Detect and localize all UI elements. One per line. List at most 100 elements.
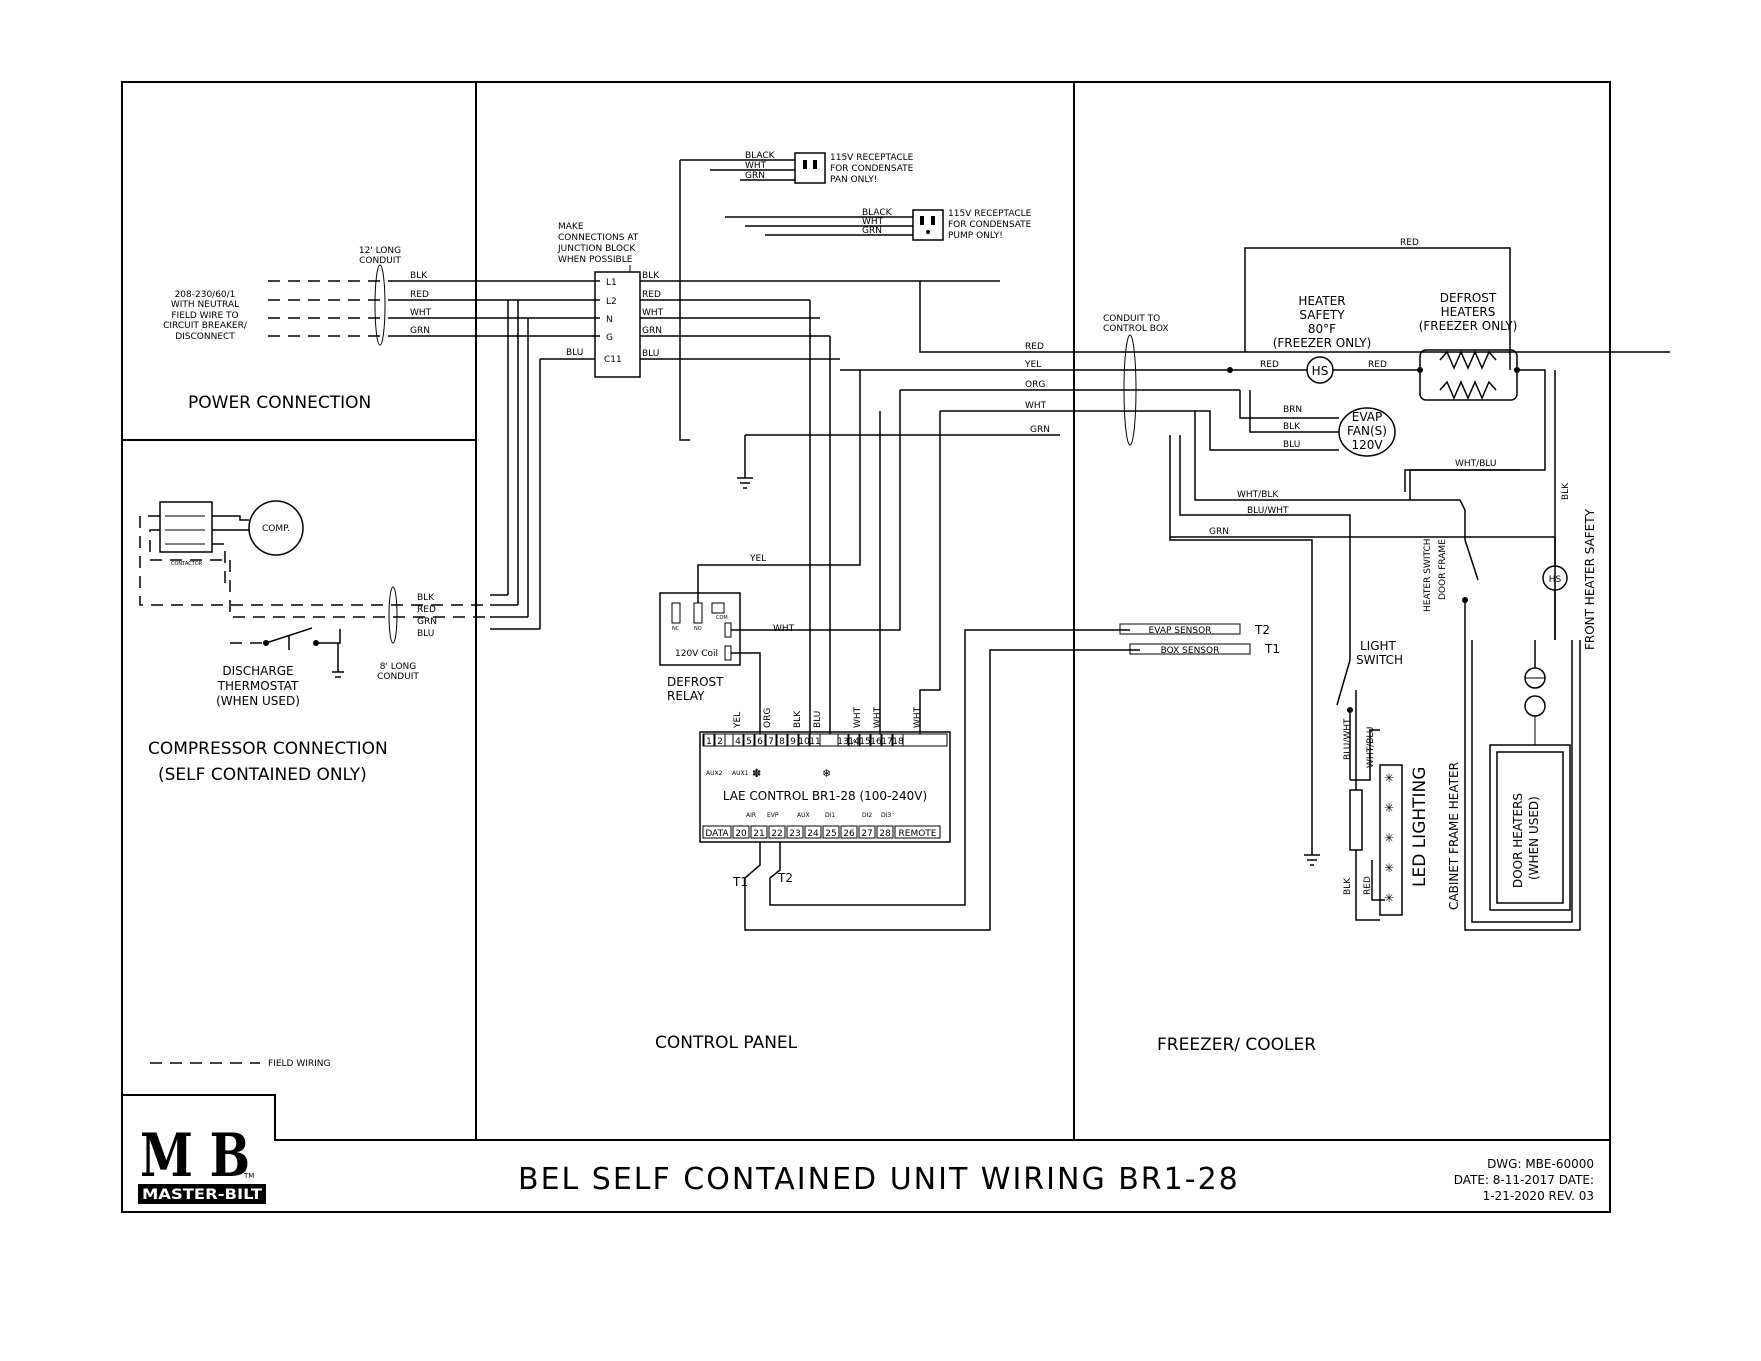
relay-label-2: RELAY [667,689,705,703]
svg-text:(FREEZER ONLY): (FREEZER ONLY) [1273,336,1372,350]
rec2-text-1: 115V RECEPTACLE [948,209,1032,219]
drawing-date: DATE: 8-11-2017 DATE: [1454,1173,1594,1187]
top-terminal [743,733,755,747]
di1-label: DI1 [825,812,835,819]
compressor-field-wires [139,300,541,644]
bottom-terminal-label: 24 [807,829,819,839]
bottom-terminal-label: 26 [843,829,855,839]
front-heater-label: FRONT HEATER SAFETY [1583,508,1597,650]
wht-blk-label: WHT/BLK [1237,490,1279,500]
led-icons: ✳✳✳✳✳ [1384,771,1394,905]
top-terminal [765,733,777,747]
bottom-terminal-label: REMOTE [899,829,937,839]
thermostat-2: THERMOSTAT [217,679,299,693]
bottom-terminal [894,825,941,839]
bottom-terminal-label: 27 [861,829,872,839]
led-w1: BLU/WHT [1343,718,1353,760]
top-terminal-label: 14 [848,737,860,747]
receptacle-pump [725,209,944,241]
light-switch [1336,640,1353,780]
top-terminal [754,733,766,747]
discharge-thermostat [230,627,344,678]
rec1-text-2: FOR CONDENSATE [830,164,914,174]
bottom-terminal [732,825,750,839]
relay-coil: 120V Coil [675,649,718,659]
comp-wire-grn: GRN [417,617,437,627]
top-terminal [881,733,893,747]
door-heaters-2: (WHEN USED) [1527,796,1541,880]
freezer-top-red [920,247,1511,370]
front-heater-safety [1542,370,1568,640]
svg-text:DISCONNECT: DISCONNECT [175,332,235,342]
section-power: POWER CONNECTION [188,393,371,413]
svg-text:M B: M B [140,1121,250,1191]
controller-wire-label: BLU [813,711,823,728]
bus-grn: GRN [1030,425,1050,435]
conduit-box-1: CONDUIT TO [1103,314,1160,324]
contactor [159,501,213,553]
svg-text:C11: C11 [604,355,622,365]
top-terminal-label: 2 [717,737,723,747]
led-w3: BLK [1343,877,1353,895]
power-supply-note: 208-230/60/1 WITH NEUTRAL FIELD WIRE TO … [163,290,248,342]
relay-wires [697,370,901,734]
svg-text:N: N [606,315,613,325]
freezer-branch-wires [1169,411,1556,640]
red-b: RED [1368,360,1387,370]
blk-right-label: BLK [1561,482,1571,500]
top-terminal-label: 8 [779,737,785,747]
junction-out-wires [540,280,840,360]
top-terminal [714,733,726,747]
svg-text:L2: L2 [606,297,617,307]
bottom-terminal [750,825,768,839]
bottom-terminal-label: 20 [735,829,747,839]
blu-in-label: BLU [566,348,583,358]
field-wires [268,264,400,346]
cabinet-heater-label: CABINET FRAME HEATER [1447,762,1461,910]
svg-text:208-230/60/1: 208-230/60/1 [175,290,236,300]
light-switch-1: LIGHT [1360,639,1397,653]
led-w2: WHT/BLU [1366,726,1376,768]
relay-wht: WHT [773,624,795,634]
bottom-terminal [840,825,858,839]
top-terminal-label: 1 [706,737,712,747]
svg-text:MASTER-BILT: MASTER-BILT [142,1187,263,1203]
top-terminal [892,733,904,747]
air-label: AIR [746,812,756,819]
top-terminal [859,733,871,747]
top-terminal-label: 17 [881,737,892,747]
bus-org: ORG [1025,380,1045,390]
compressor-motor [248,500,304,556]
led-lighting [1349,690,1403,921]
hs-label-1: HS [1312,364,1329,378]
legend-field-wiring: FIELD WIRING [268,1059,331,1069]
svg-text:CIRCUIT BREAKER/: CIRCUIT BREAKER/ [163,321,248,331]
bus-wht: WHT [1025,401,1047,411]
rec1-text-1: 115V RECEPTACLE [830,153,914,163]
master-bilt-logo: M B TM MASTER-BILT [138,1121,266,1204]
receptacle-pan [679,152,826,441]
top-terminal-label: 16 [870,737,882,747]
sensor-leads [744,623,1251,931]
ground-symbol-control [737,435,753,489]
bottom-terminal [702,825,732,839]
rec2-text-3: PUMP ONLY! [948,231,1003,241]
bus-yel: YEL [1024,360,1041,370]
door-heaters-1: DOOR HEATERS [1511,793,1525,888]
fan-icon: ✽ [752,767,761,780]
light-switch-2: SWITCH [1356,653,1403,667]
controller-wire-label: WHT [913,706,923,728]
conduit-8-1: 8' LONG [380,662,417,672]
top-terminal [732,733,744,747]
svg-text:HEATER: HEATER [1298,294,1345,308]
section-freezer-cooler: FREEZER/ COOLER [1157,1035,1316,1055]
relay-yel: YEL [749,554,766,564]
heater-safety-group: HEATER SAFETY 80°F (FREEZER ONLY) [1273,294,1372,350]
controller-wire-label: WHT [873,706,883,728]
defrost-heaters-2: HEATERS [1441,305,1496,319]
led-icon: ✳ [1384,861,1394,875]
drawing-frame [121,81,1611,1213]
hs-label-2: HS [1549,575,1562,585]
wire-grn-label: GRN [410,326,430,336]
